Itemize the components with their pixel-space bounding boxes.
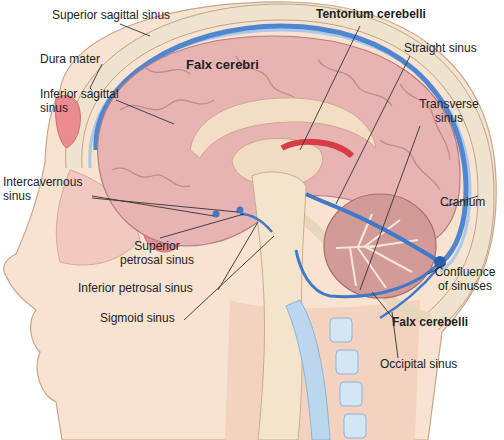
- gyrus-line: [112, 168, 190, 186]
- part-label: Intercavernous sinus: [3, 176, 93, 204]
- inferior-sagittal-arc: [282, 142, 352, 156]
- arbor-branch: [350, 248, 356, 286]
- part-label: Superior sagittal sinus: [52, 9, 212, 23]
- occipital-sinus: [380, 268, 438, 318]
- brain-gyri: [112, 56, 450, 190]
- part-label: Falx cerebri: [186, 58, 296, 73]
- gyrus-line: [380, 140, 440, 190]
- part-label: Cranium: [440, 196, 502, 210]
- vertebra: [336, 350, 358, 374]
- gyrus-line: [146, 68, 190, 74]
- leader-lines: [90, 24, 478, 358]
- part-label: Inferior petrosal sinus: [78, 282, 228, 296]
- part-label: Sigmoid sinus: [100, 312, 210, 326]
- spinal-canal: [286, 300, 330, 440]
- vertebrae: [330, 318, 366, 438]
- gyrus-line: [120, 100, 214, 110]
- leader-line: [116, 100, 174, 124]
- head-skin: [4, 2, 497, 440]
- intercavernous-sinus: [237, 207, 244, 214]
- part-label: Falx cerebelli: [392, 316, 502, 330]
- vertebra: [330, 318, 352, 342]
- leader-line: [160, 214, 244, 238]
- intercavernous-sinus: [213, 211, 220, 218]
- leader-line: [300, 26, 360, 150]
- part-label: Confluence of sinuses: [430, 266, 500, 294]
- leader-line: [120, 24, 150, 36]
- part-label: Occipital sinus: [380, 358, 490, 372]
- petrosal-sinus: [240, 214, 272, 232]
- gyrus-line: [318, 60, 392, 106]
- vertebra: [340, 382, 362, 406]
- corpus-callosum: [190, 98, 376, 158]
- part-label: Straight sinus: [404, 42, 504, 56]
- straight-sinus: [306, 194, 440, 262]
- leader-line: [90, 64, 102, 90]
- part-label: Transverse sinus: [414, 98, 484, 126]
- part-label: Inferior sagittal sinus: [40, 88, 120, 116]
- arbor-branch: [358, 248, 386, 288]
- part-label: Dura mater: [40, 53, 130, 67]
- leader-line: [360, 126, 420, 290]
- leader-line: [92, 198, 238, 212]
- leader-line: [336, 56, 410, 204]
- vertebra: [344, 414, 366, 438]
- part-label: Tentorium cerebelli: [316, 8, 456, 22]
- leader-line: [92, 196, 214, 216]
- leader-line: [184, 236, 274, 320]
- part-label: Superior petrosal sinus: [114, 240, 200, 268]
